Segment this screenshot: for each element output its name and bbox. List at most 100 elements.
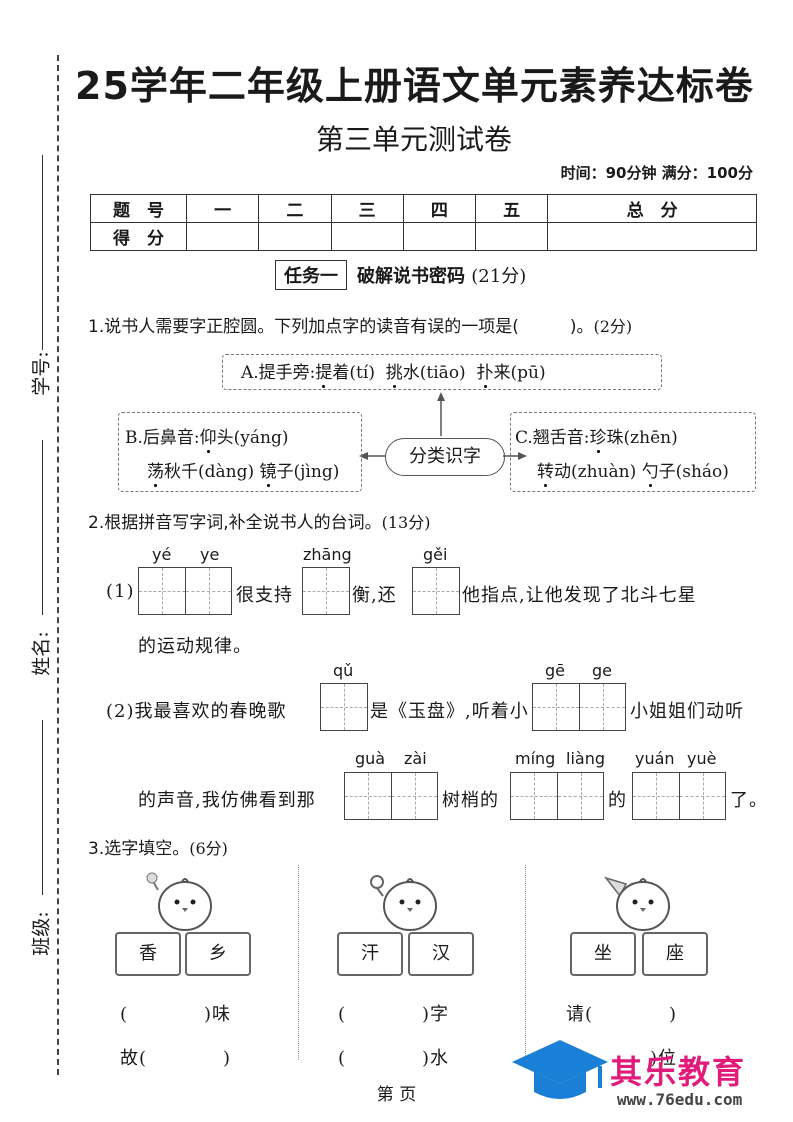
dotted-char: 转	[537, 462, 554, 482]
dotted-char: 荡	[147, 462, 164, 482]
binding-dashed-line	[57, 55, 59, 1075]
score-cell[interactable]	[258, 222, 332, 251]
option-b-label: B.后鼻音:	[125, 428, 200, 448]
pinyin: gěi	[423, 545, 448, 564]
fill-blank[interactable]: 请( )	[566, 1004, 678, 1025]
chick-icon	[603, 876, 670, 931]
option-text: 头(yáng)	[216, 428, 289, 448]
pinyin: yé	[152, 545, 172, 564]
pinyin: qǔ	[333, 661, 354, 680]
task-points: (21分)	[471, 266, 527, 287]
pinyin: ye	[200, 545, 220, 564]
question-1-text: 1.说书人需要字正腔圆。下列加点字的读音有误的一项是( )。	[88, 317, 594, 337]
writing-grid[interactable]	[532, 683, 626, 731]
sentence-text: 衡,还	[352, 585, 397, 606]
option-text: 来(pū)	[493, 363, 546, 383]
question-1: 1.说书人需要字正腔圆。下列加点字的读音有误的一项是( )。(2分)	[88, 312, 632, 337]
writing-grid[interactable]	[510, 772, 604, 820]
score-cell[interactable]	[330, 222, 404, 251]
question-3-points: (6分)	[189, 839, 228, 858]
column-separator	[525, 865, 526, 1060]
brand-url: www.76edu.com	[617, 1090, 743, 1109]
page-subtitle: 第三单元测试卷	[315, 123, 512, 156]
option-c-label: C.翘舌音:	[515, 428, 590, 448]
class-line	[42, 720, 43, 895]
dotted-char: 镜	[259, 462, 277, 482]
classify-hub: 分类识字	[385, 438, 505, 476]
sentence-text: (2)我最喜欢的春晚歌	[106, 701, 287, 722]
question-2-points: (13分)	[381, 513, 431, 532]
page-title: 25学年二年级上册语文单元素养达标卷	[75, 64, 754, 108]
dotted-char: 挑	[385, 363, 403, 383]
question-3: 3.选字填空。(6分)	[88, 834, 228, 859]
pinyin: yuè	[687, 749, 717, 768]
time-info: 时间：90分钟 满分：100分	[560, 164, 753, 182]
blank-label: (1)	[106, 581, 135, 602]
score-header-3: 三	[330, 194, 404, 223]
pinyin: ge	[592, 661, 612, 680]
task-heading: 任务一破解说书密码 (21分)	[275, 260, 526, 290]
sentence-text: 他指点,让他发现了北斗七星	[462, 585, 697, 606]
name-line	[42, 440, 43, 615]
option-text: 秋千(dàng)	[164, 462, 255, 482]
score-header-label: 题 号	[90, 194, 187, 223]
fill-blank[interactable]: ( )水	[338, 1048, 450, 1069]
score-cell[interactable]	[185, 222, 260, 251]
score-cell[interactable]	[547, 222, 757, 251]
brand-logo-text: 其乐教育	[610, 1053, 747, 1091]
option-text: 着(tí)	[332, 363, 375, 383]
sentence-text: 的声音,我仿佛看到那	[138, 790, 316, 811]
pinyin: míng	[515, 749, 556, 768]
task-tag: 任务一	[275, 260, 347, 290]
dotted-char: 提	[315, 363, 333, 383]
sentence-text: 的运动规律。	[138, 636, 252, 657]
column-separator	[298, 865, 299, 1060]
task-name: 破解说书密码	[357, 266, 465, 287]
char-choice[interactable]: 香	[115, 932, 181, 976]
pinyin: zhāng	[303, 545, 352, 564]
option-text: 动(zhuàn)	[554, 462, 637, 482]
dotted-char: 勺	[641, 462, 659, 482]
option-text: 水(tiāo)	[402, 363, 466, 383]
page-footer: 第 页	[376, 1085, 417, 1105]
sentence-text: 树梢的	[442, 790, 499, 811]
score-header-total: 总 分	[547, 194, 757, 223]
score-header-1: 一	[185, 194, 260, 223]
char-choice[interactable]: 坐	[570, 932, 636, 976]
pinyin: yuán	[635, 749, 675, 768]
chick-icon	[146, 872, 212, 931]
char-choice[interactable]: 乡	[185, 932, 251, 976]
chick-icon	[370, 875, 437, 931]
writing-grid[interactable]	[138, 567, 232, 615]
pinyin: liàng	[566, 749, 605, 768]
student-no-line	[42, 155, 43, 350]
option-text: 子(jìng)	[276, 462, 340, 482]
dotted-char: 扑	[476, 363, 494, 383]
writing-grid[interactable]	[412, 567, 460, 615]
char-choice[interactable]: 座	[642, 932, 708, 976]
pinyin: guà	[355, 749, 386, 768]
option-text: 珠(zhēn)	[606, 428, 678, 448]
writing-grid[interactable]	[320, 683, 368, 731]
fill-blank[interactable]: ( )味	[120, 1004, 232, 1025]
score-row-label: 得 分	[90, 222, 187, 251]
name-label: 姓名:	[30, 631, 53, 676]
dotted-char: 仰	[199, 428, 217, 448]
sentence-text: 小姐姐们动听	[630, 701, 744, 722]
option-arrows	[359, 392, 527, 460]
writing-grid[interactable]	[302, 567, 350, 615]
option-a-box: A.提手旁:提着(tí) 挑水(tiāo) 扑来(pū)	[222, 354, 662, 390]
score-cell[interactable]	[474, 222, 549, 251]
option-c-box: C.翘舌音:珍珠(zhēn) 转动(zhuàn) 勺子(sháo)	[510, 412, 756, 492]
sentence-text: 了。	[730, 790, 768, 811]
fill-blank[interactable]: 故( )	[120, 1048, 232, 1069]
fill-blank[interactable]: ( )字	[338, 1004, 450, 1025]
question-1-points: (2分)	[593, 317, 633, 336]
sentence-text: 是《玉盘》,听着小	[370, 701, 529, 722]
writing-grid[interactable]	[632, 772, 726, 820]
writing-grid[interactable]	[344, 772, 438, 820]
score-table: 题 号 一 二 三 四 五 总 分 得 分	[90, 194, 757, 251]
sentence-text: 很支持	[236, 585, 293, 606]
char-choice[interactable]: 汉	[408, 932, 474, 976]
char-choice[interactable]: 汗	[337, 932, 403, 976]
